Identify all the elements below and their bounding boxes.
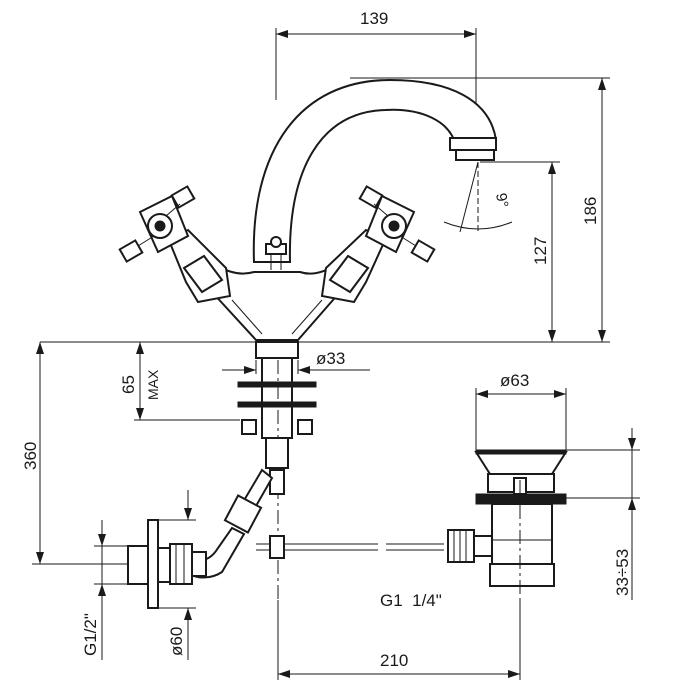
max-thickness-suffix: MAX xyxy=(145,369,161,400)
waste-range-label: 33÷53 xyxy=(613,549,632,596)
inlet-thread-label: G1/2" xyxy=(81,613,100,656)
dimension-spout-height: 127 xyxy=(480,161,560,342)
dimension-angle: 9° xyxy=(443,161,513,233)
dimension-spout-reach: 139 xyxy=(275,9,477,140)
below-deck-label: 360 xyxy=(21,442,40,470)
right-cross-handle xyxy=(320,185,436,304)
max-thickness-value: 65 xyxy=(119,375,138,394)
dimension-flange-diameter: ø60 xyxy=(150,490,196,660)
left-cross-handle xyxy=(118,185,232,304)
pop-up-rod xyxy=(256,535,444,559)
total-height-label: 186 xyxy=(581,197,600,225)
dimension-waste-diameter: ø63 xyxy=(475,371,567,450)
horizontal-span-label: 210 xyxy=(380,651,408,670)
dimension-waste-range: 33÷53 xyxy=(566,428,640,600)
inlet-connector xyxy=(127,519,207,609)
mounting-shank xyxy=(188,341,317,600)
spout-height-label: 127 xyxy=(531,237,550,265)
faucet-body xyxy=(210,78,498,341)
dimension-below-deck: 360 xyxy=(21,342,128,565)
flange-diameter-label: ø60 xyxy=(167,627,186,656)
hole-diameter-label: ø33 xyxy=(316,349,345,368)
pop-up-waste xyxy=(447,449,568,600)
waste-diameter-label: ø63 xyxy=(500,371,529,390)
waste-thread-label: G1 1/4" xyxy=(380,591,442,610)
spout-reach-label: 139 xyxy=(360,9,388,28)
angle-label: 9° xyxy=(492,192,511,209)
dimension-horizontal-span: 210 xyxy=(277,600,521,680)
dimension-max-thickness: 65 MAX xyxy=(119,341,240,421)
spout-nozzle xyxy=(449,137,497,151)
dimension-hole-diameter: ø33 xyxy=(222,349,370,374)
dimension-inlet-thread: G1/2" xyxy=(81,520,128,660)
